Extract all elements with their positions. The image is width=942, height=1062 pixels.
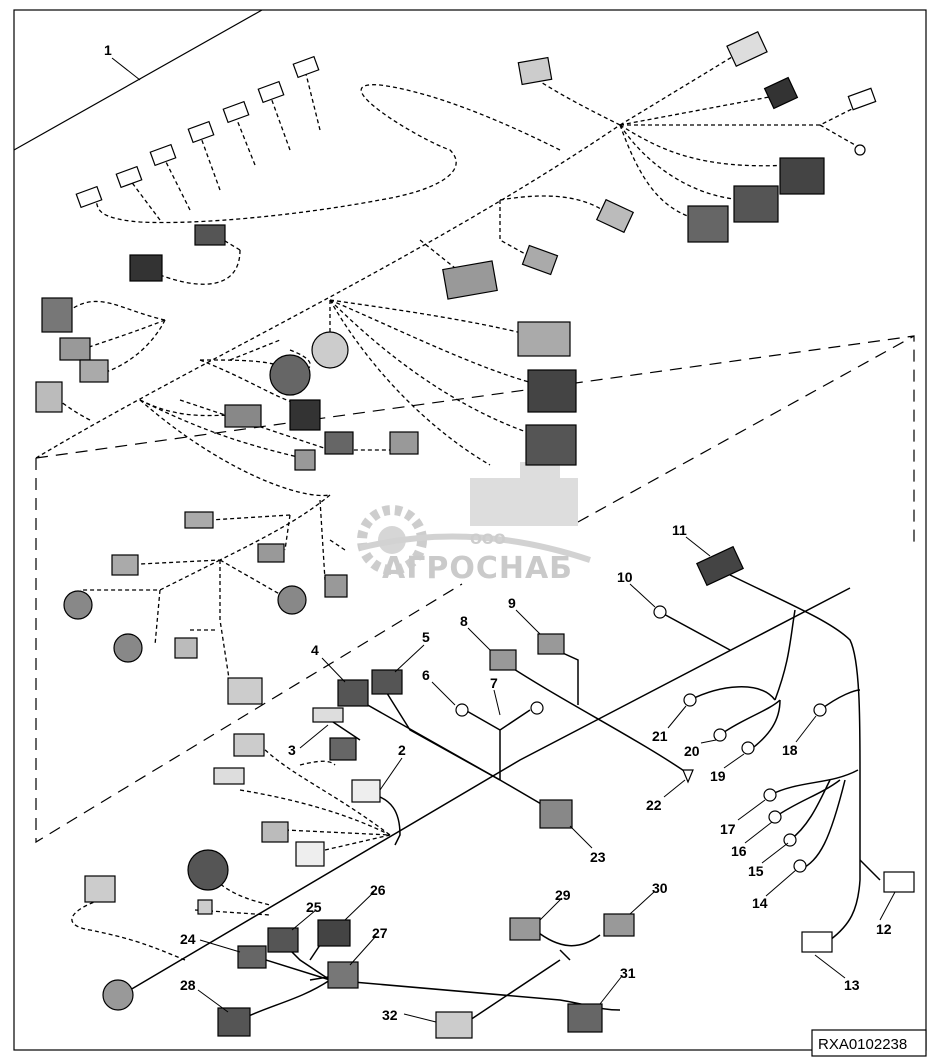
- callout-20: 20: [684, 743, 700, 759]
- callout-13: 13: [844, 977, 860, 993]
- callout-26: 26: [370, 882, 386, 898]
- callout-19: 19: [710, 768, 726, 784]
- callout-17: 17: [720, 821, 736, 837]
- callout-8: 8: [460, 613, 468, 629]
- callouts: 1 2 3 4 5 6 7 8 9 10 11 12 13 14 15 16 1…: [104, 42, 892, 1023]
- callout-16: 16: [731, 843, 747, 859]
- callout-28: 28: [180, 977, 196, 993]
- detail-outline-left: [35, 458, 463, 844]
- watermark-large-text: АГРОСНАБ: [382, 551, 573, 586]
- callout-15: 15: [748, 863, 764, 879]
- watermark: ООО АГРОСНАБ: [357, 462, 591, 586]
- callout-27: 27: [372, 925, 388, 941]
- connector-icon: [35, 31, 877, 1011]
- callout-31: 31: [620, 965, 636, 981]
- callout-3: 3: [288, 742, 296, 758]
- assembly-outline: [13, 9, 263, 151]
- leader-lines: [111, 57, 896, 1023]
- reference-id-box: [811, 1029, 927, 1057]
- callout-10: 10: [617, 569, 633, 585]
- callout-32: 32: [382, 1007, 398, 1023]
- connectors: [35, 31, 915, 1039]
- callout-11: 11: [672, 522, 687, 538]
- detail-outline-mid: [577, 335, 915, 523]
- reference-id: RXA0102238: [818, 1036, 907, 1053]
- callout-14: 14: [752, 895, 768, 911]
- callout-22: 22: [646, 797, 662, 813]
- upper-harness: [35, 39, 861, 961]
- callout-23: 23: [590, 849, 606, 865]
- callout-1: 1: [104, 42, 112, 58]
- callout-29: 29: [555, 887, 571, 903]
- callout-25: 25: [306, 899, 322, 915]
- callout-6: 6: [422, 667, 430, 683]
- outer-frame: [13, 9, 927, 1051]
- callout-24: 24: [180, 931, 196, 947]
- callout-9: 9: [508, 595, 516, 611]
- callout-4: 4: [311, 642, 319, 658]
- watermark-small-text: ООО: [470, 532, 506, 548]
- callout-21: 21: [652, 728, 668, 744]
- callout-12: 12: [876, 921, 892, 937]
- callout-18: 18: [782, 742, 798, 758]
- callout-5: 5: [422, 629, 430, 645]
- callout-2: 2: [398, 742, 406, 758]
- callout-30: 30: [652, 880, 668, 896]
- connector-icon: [217, 545, 915, 1039]
- callout-7: 7: [490, 675, 498, 691]
